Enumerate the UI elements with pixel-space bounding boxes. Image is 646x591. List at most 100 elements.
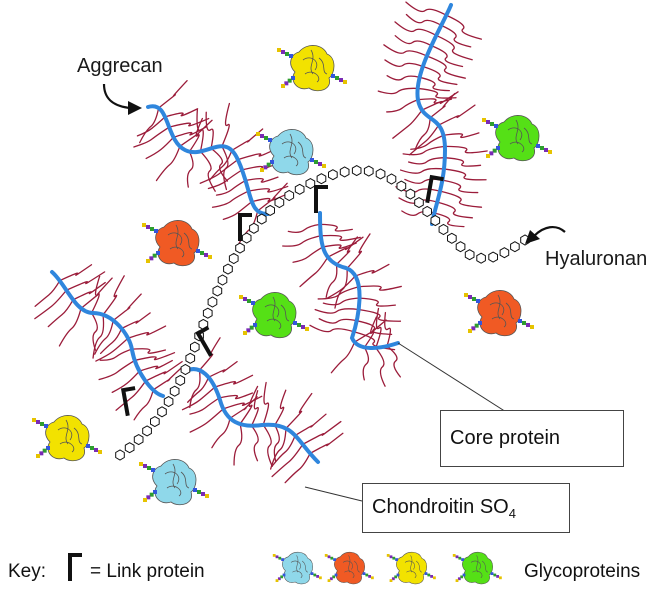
glycoprotein-icon xyxy=(387,552,436,584)
chondroitin-chain xyxy=(326,264,337,297)
chondroitin-chain xyxy=(209,362,238,378)
hyaluronan-unit xyxy=(229,254,238,264)
chondroitin-chain xyxy=(215,375,253,387)
chondroitin-chain xyxy=(159,81,187,108)
aggrecan-arrowhead xyxy=(128,101,142,115)
chondroitin-chain xyxy=(134,390,153,420)
key-link-protein-icon xyxy=(70,555,80,579)
core-protein-strand xyxy=(320,213,398,348)
chondroitin-chain xyxy=(409,158,445,164)
glycoprotein-icon xyxy=(325,552,374,584)
hyaluronan-unit xyxy=(340,167,349,177)
hyaluronan-unit xyxy=(186,353,195,363)
chondroitin-chain xyxy=(403,146,445,154)
hyaluronan-unit xyxy=(266,205,275,215)
label-arrows xyxy=(104,84,565,244)
hyaluronan-unit xyxy=(176,375,185,385)
chondroitin-label: Chondroitin SO4 xyxy=(372,496,516,521)
chondroitin-chain xyxy=(384,45,427,56)
hyaluronan-unit xyxy=(465,250,474,260)
hyaluronan-unit xyxy=(489,252,498,262)
chondroitin-chain xyxy=(113,294,141,320)
chondroitin-chain xyxy=(331,342,354,373)
chondroitin-chain xyxy=(303,422,341,445)
chondroitin-chain xyxy=(385,60,423,67)
chondroitin-chain xyxy=(222,103,229,146)
hyaluronan-unit xyxy=(257,214,266,224)
hyaluronan-arrow xyxy=(534,227,565,236)
chondroitin-chain xyxy=(423,67,457,85)
hyaluronan-unit xyxy=(406,189,415,199)
chondroitin-chain xyxy=(430,94,455,118)
chondroitin-chain xyxy=(230,397,257,418)
chondroitin-chain xyxy=(441,25,470,47)
chondroitin-chain xyxy=(439,105,475,125)
chondroitin-chain xyxy=(446,15,481,39)
hyaluronan-unit xyxy=(170,386,179,396)
chondroitin-chain xyxy=(48,300,73,327)
chondroitin-chain xyxy=(300,257,328,286)
glycoprotein-icon xyxy=(256,129,326,174)
hyaluronan-unit xyxy=(116,450,125,460)
hyaluronan-unit xyxy=(306,179,315,189)
chondroitin-chain xyxy=(359,286,401,290)
chondroitin-chain xyxy=(213,191,249,207)
hyaluronan-unit xyxy=(224,264,233,274)
chondroitin-chain xyxy=(359,309,401,321)
chondroitin-chain xyxy=(132,349,166,354)
chondroitin-chain xyxy=(200,151,215,191)
chondroitin-chain xyxy=(387,76,420,80)
chondroitin-chain xyxy=(360,298,396,306)
chondroitin-chain xyxy=(92,313,98,350)
hyaluronan-unit xyxy=(250,223,259,233)
chondroitin-chain xyxy=(442,180,477,192)
link-protein-icon xyxy=(198,328,219,354)
chondroitin-chain xyxy=(406,2,446,15)
chondroitin-chain xyxy=(173,127,206,137)
hyaluronan-unit xyxy=(208,297,217,307)
hyaluronan-unit xyxy=(456,242,465,252)
hyaluronan-unit xyxy=(500,248,509,258)
chondroitin-label-box: Chondroitin SO4 xyxy=(362,483,570,533)
chondroitin-chain xyxy=(92,276,100,313)
chondroitin-chain xyxy=(387,100,418,112)
chondroitin-chain xyxy=(182,387,214,410)
chondroitin-chain xyxy=(275,390,286,425)
chondroitin-chain xyxy=(169,119,209,128)
chondroitin-chain xyxy=(445,146,487,152)
chondroitin-chain xyxy=(100,349,132,360)
chondroitin-chain xyxy=(103,276,124,315)
hyaluronan-unit xyxy=(242,233,251,243)
glycoprotein-icon xyxy=(277,45,347,90)
key-title: Key: xyxy=(8,561,46,583)
chondroitin-chain xyxy=(212,418,230,447)
chondroitin-chain xyxy=(206,112,213,148)
chondroitin-chain xyxy=(99,360,135,379)
hyaluronan-unit xyxy=(415,198,424,208)
link-protein-icon xyxy=(316,187,326,211)
chondroitin-chain xyxy=(401,169,444,174)
chondroitin-chain xyxy=(135,353,175,361)
chondroitin-chain xyxy=(128,326,166,338)
hyaluronan-unit xyxy=(317,174,326,184)
hyaluronan-unit xyxy=(423,207,432,217)
hyaluronan-unit xyxy=(376,169,385,179)
chondroitin-chain xyxy=(283,236,321,246)
chondroitin-chain xyxy=(295,414,326,435)
glycoprotein-icon xyxy=(464,290,534,335)
chondroitin-chain xyxy=(288,224,320,232)
chondroitin-chain xyxy=(190,398,219,414)
chondroitin-chain xyxy=(188,377,209,402)
hyaluronan-unit xyxy=(151,417,160,427)
chondroitin-chain xyxy=(321,235,360,240)
chondroitin-chain xyxy=(263,425,272,466)
chondroitin-chain xyxy=(187,152,193,187)
chondroitin-chain xyxy=(315,309,358,313)
chondroitin-chain xyxy=(393,110,422,138)
hyaluronan-unit xyxy=(431,216,440,226)
hyaluronan-unit xyxy=(213,286,222,296)
chondroitin-chain xyxy=(320,224,352,231)
hyaluronan-unit xyxy=(477,253,486,263)
glycoprotein-icon xyxy=(139,459,209,504)
key-link-protein: = Link protein xyxy=(90,561,205,583)
